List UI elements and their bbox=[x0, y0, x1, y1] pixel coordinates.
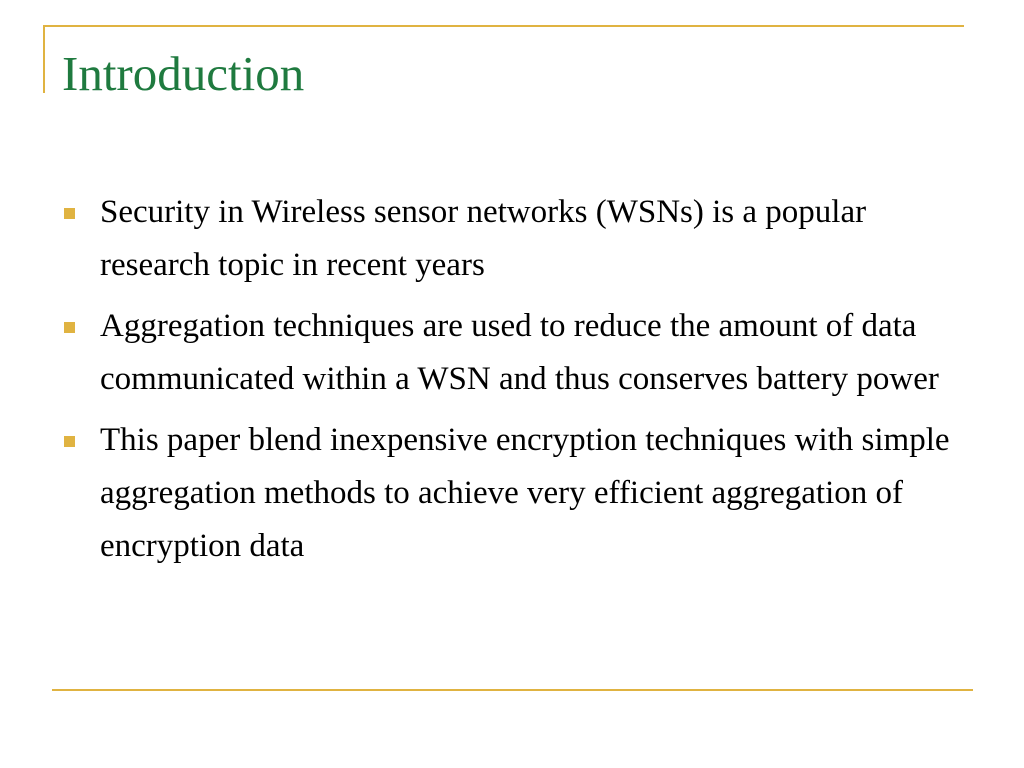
frame-left-line bbox=[43, 25, 45, 93]
slide-title: Introduction bbox=[62, 46, 305, 101]
frame-bottom-line bbox=[52, 689, 973, 691]
bullet-text: This paper blend inexpensive encryption … bbox=[100, 422, 950, 564]
bullet-item: This paper blend inexpensive encryption … bbox=[62, 414, 962, 573]
square-bullet-icon bbox=[64, 208, 75, 219]
bullet-item: Aggregation techniques are used to reduc… bbox=[62, 300, 962, 406]
square-bullet-icon bbox=[64, 436, 75, 447]
bullet-text: Security in Wireless sensor networks (WS… bbox=[100, 194, 867, 283]
bullet-text: Aggregation techniques are used to reduc… bbox=[100, 308, 939, 397]
frame-top-line bbox=[43, 25, 964, 27]
square-bullet-icon bbox=[64, 322, 75, 333]
bullet-list: Security in Wireless sensor networks (WS… bbox=[62, 186, 962, 581]
bullet-item: Security in Wireless sensor networks (WS… bbox=[62, 186, 962, 292]
